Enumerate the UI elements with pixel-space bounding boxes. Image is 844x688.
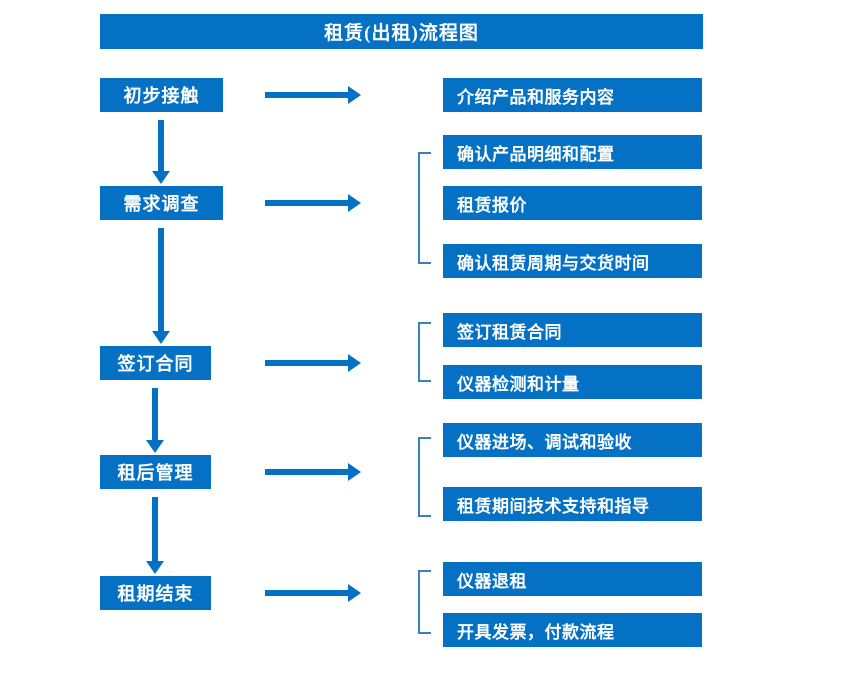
arrow-right-icon-contract bbox=[265, 354, 361, 372]
arrow-down-icon-contract-to-management bbox=[146, 388, 164, 453]
group-bracket-icon-contract bbox=[418, 322, 431, 382]
page-title: 租赁(出租)流程图 bbox=[100, 14, 703, 49]
arrow-right-icon-rental-end bbox=[265, 584, 361, 602]
detail-box-invoice-payment[interactable]: 开具发票，付款流程 bbox=[443, 613, 702, 647]
arrow-right-icon-survey bbox=[265, 194, 361, 212]
detail-box-introduce-products[interactable]: 介绍产品和服务内容 bbox=[443, 78, 702, 112]
detail-box-instrument-onsite-acceptance[interactable]: 仪器进场、调试和验收 bbox=[443, 423, 702, 457]
detail-box-sign-rental-contract[interactable]: 签订租赁合同 bbox=[443, 313, 702, 347]
group-bracket-icon-management bbox=[418, 437, 431, 517]
group-bracket-icon-survey bbox=[418, 152, 431, 264]
arrow-down-icon-management-to-end bbox=[146, 497, 164, 574]
detail-box-technical-support[interactable]: 租赁期间技术支持和指导 bbox=[443, 487, 702, 521]
stage-box-sign-contract[interactable]: 签订合同 bbox=[100, 346, 211, 380]
stage-box-rental-end[interactable]: 租期结束 bbox=[100, 576, 211, 610]
arrow-right-icon-management bbox=[265, 463, 361, 481]
arrow-down-icon-survey-to-contract bbox=[152, 228, 170, 344]
arrow-down-icon-contact-to-survey bbox=[152, 120, 170, 184]
detail-box-instrument-inspection[interactable]: 仪器检测和计量 bbox=[443, 365, 702, 399]
arrow-right-icon-contact bbox=[265, 86, 361, 104]
detail-box-confirm-period-delivery[interactable]: 确认租赁周期与交货时间 bbox=[443, 244, 702, 278]
stage-box-demand-survey[interactable]: 需求调查 bbox=[100, 186, 223, 220]
stage-box-post-rent-management[interactable]: 租后管理 bbox=[100, 455, 211, 489]
stage-box-initial-contact[interactable]: 初步接触 bbox=[100, 78, 223, 112]
detail-box-rental-quote[interactable]: 租赁报价 bbox=[443, 186, 702, 220]
detail-box-instrument-return[interactable]: 仪器退租 bbox=[443, 562, 702, 596]
detail-box-confirm-product-spec[interactable]: 确认产品明细和配置 bbox=[443, 135, 702, 169]
group-bracket-icon-rental-end bbox=[418, 570, 431, 634]
